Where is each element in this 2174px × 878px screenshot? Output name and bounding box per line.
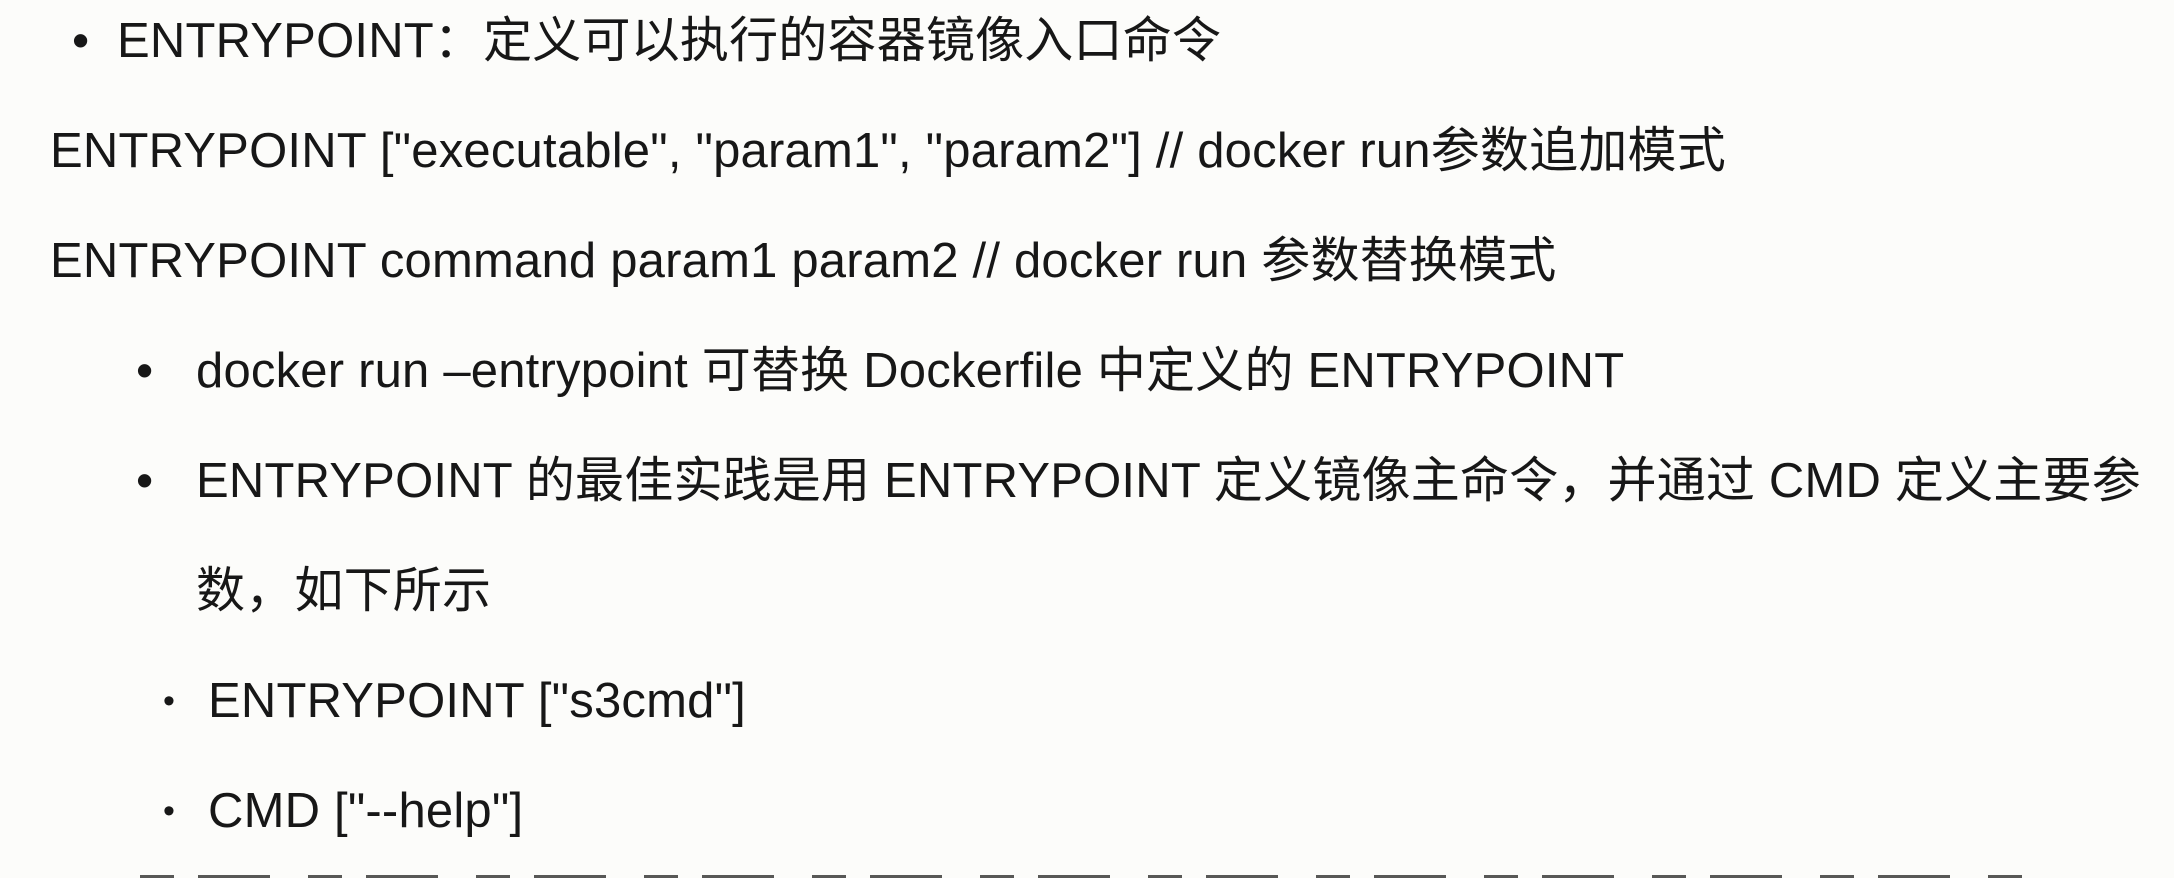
code-line: ENTRYPOINT ["executable", "param1", "par… xyxy=(0,96,2174,206)
bullet-text: ENTRYPOINT：定义可以执行的容器镜像入口命令 xyxy=(117,14,1222,68)
bullet-icon: • xyxy=(136,454,154,508)
code-text: ENTRYPOINT ["executable", "param1", "par… xyxy=(50,124,1726,178)
bullet-item: • ENTRYPOINT 的最佳实践是用 ENTRYPOINT 定义镜像主命令，… xyxy=(0,426,2174,646)
bullet-icon: • xyxy=(136,344,154,398)
bullet-text: CMD ["--help"] xyxy=(208,784,524,838)
bullet-text: ENTRYPOINT 的最佳实践是用 ENTRYPOINT 定义镜像主命令，并通… xyxy=(196,454,2141,618)
bullet-item: • docker run –entrypoint 可替换 Dockerfile … xyxy=(0,316,2174,426)
bullet-icon: • xyxy=(163,682,176,720)
bullet-icon: • xyxy=(72,14,90,68)
bullet-item: • ENTRYPOINT：定义可以执行的容器镜像入口命令 xyxy=(0,0,2174,96)
bullet-item: • CMD ["--help"] xyxy=(0,756,2174,866)
bullet-icon: • xyxy=(163,792,176,830)
code-line: ENTRYPOINT command param1 param2 // dock… xyxy=(0,206,2174,316)
bullet-item: • ENTRYPOINT ["s3cmd"] xyxy=(0,646,2174,756)
code-text: ENTRYPOINT command param1 param2 // dock… xyxy=(50,234,1557,288)
bullet-text: ENTRYPOINT ["s3cmd"] xyxy=(208,674,746,728)
bullet-text: docker run –entrypoint 可替换 Dockerfile 中定… xyxy=(196,344,1625,398)
clipped-next-line-remnant xyxy=(140,875,2030,878)
